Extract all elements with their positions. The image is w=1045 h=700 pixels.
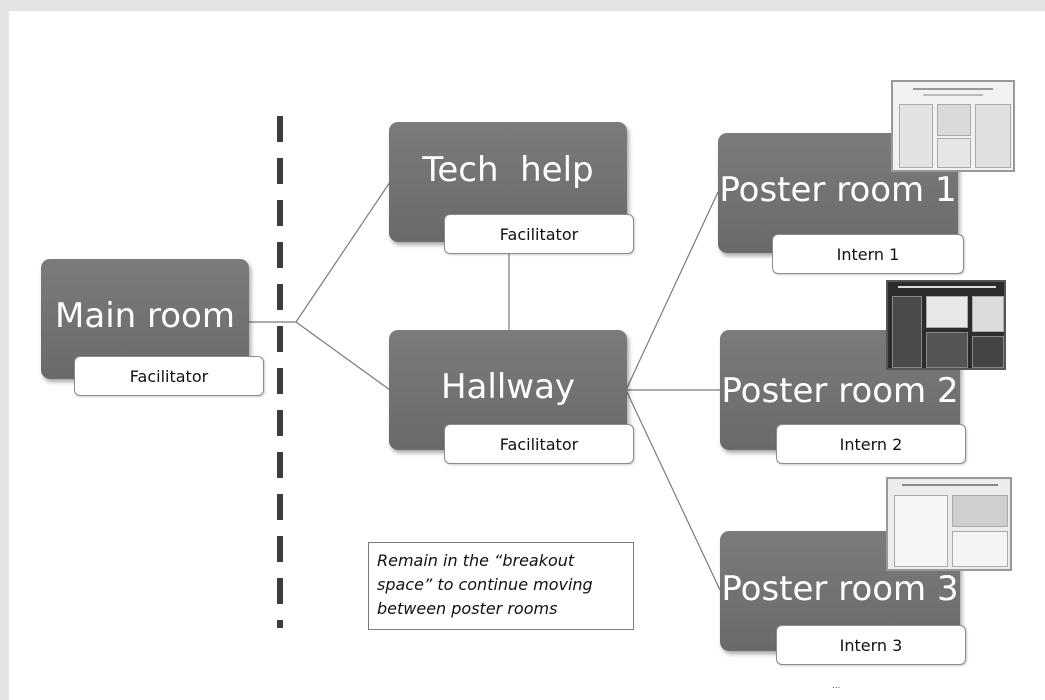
connector-to-poster3	[625, 389, 721, 591]
poster-room-1-label: Intern 1	[772, 234, 964, 274]
poster-room-1-box: Poster room 1	[718, 133, 958, 253]
hallway-title: Hallway	[440, 367, 576, 407]
main-room-title: Main room	[55, 296, 235, 336]
poster-3-thumbnail	[886, 477, 1012, 571]
breakout-note: Remain in the “breakout space” to contin…	[368, 542, 634, 630]
connector-to-hallway	[295, 321, 391, 391]
poster-1-thumbnail	[891, 80, 1015, 172]
more-rooms-ellipsis: ...	[832, 680, 841, 691]
poster-room-1-title: Poster room 1	[719, 170, 957, 210]
poster-2-thumbnail	[886, 280, 1006, 370]
connector-to-tech	[295, 181, 391, 323]
poster-room-2-title: Poster room 2	[721, 371, 959, 411]
tech-help-title: Tech help	[422, 150, 594, 190]
note-line-2: space” to continue moving	[377, 575, 593, 594]
poster-room-3-title: Poster room 3	[721, 569, 959, 609]
hallway-label: Facilitator	[444, 424, 634, 464]
main-room-label: Facilitator	[74, 356, 264, 396]
note-line-3: between poster rooms	[377, 599, 558, 618]
note-line-1: Remain in the “breakout	[377, 551, 575, 570]
poster-room-2-label: Intern 2	[776, 424, 966, 464]
tech-help-label: Facilitator	[444, 214, 634, 254]
poster-room-3-label: Intern 3	[776, 625, 966, 665]
connector-to-poster1	[625, 191, 719, 391]
